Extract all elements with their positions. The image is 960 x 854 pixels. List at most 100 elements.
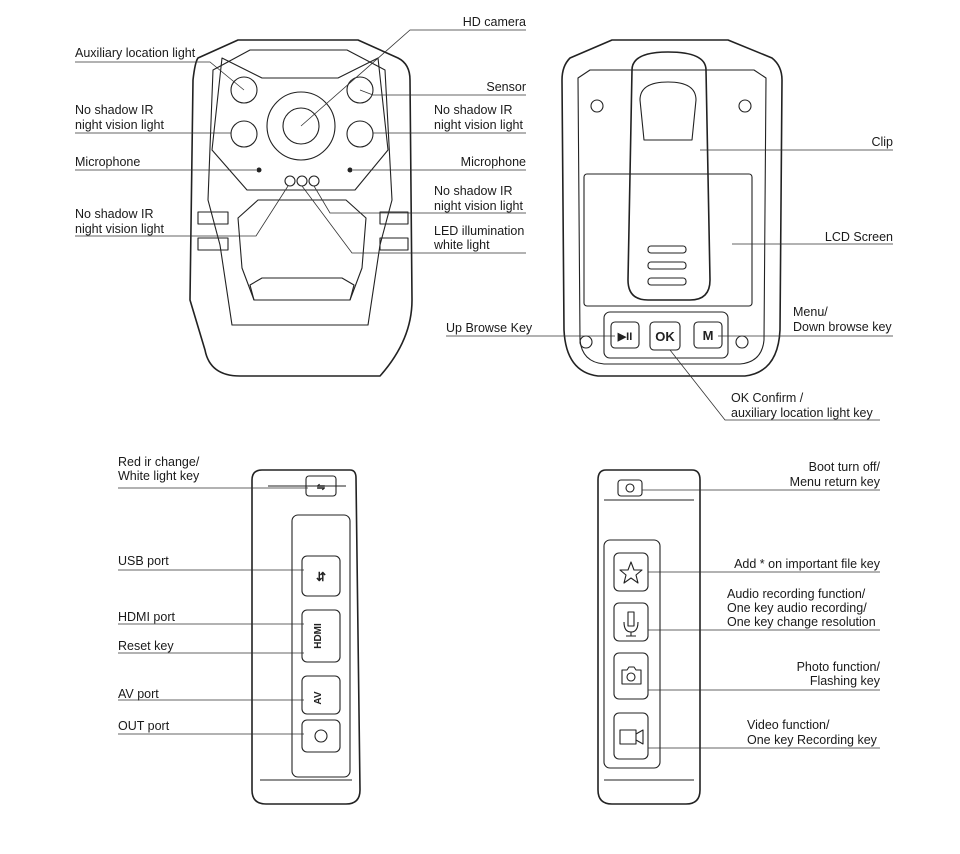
usb-port-glyph: ⇵ [316,570,326,584]
label-av: AV port [118,687,159,701]
out-port-jack [314,729,328,743]
leader-hd-camera [300,29,526,127]
label-ir-right-2: night vision light [434,118,523,132]
label-reset: Reset key [118,639,174,653]
label-ir-low-left-2: night vision light [75,222,164,236]
label-star: Add * on important file key [734,557,881,571]
back-screw-top-left [590,99,604,113]
audio-key[interactable] [613,602,649,642]
label-clip: Clip [871,135,893,149]
label-ir-left-1: No shadow IR [75,103,154,117]
photo-key[interactable] [613,652,649,700]
video-icon [619,729,644,745]
leader-led [301,185,526,254]
front-body-outline [189,39,413,377]
label-ir-right-1: No shadow IR [434,103,513,117]
ok-key[interactable] [649,321,681,351]
clip [627,51,711,301]
clip-slot-3 [647,277,687,286]
label-aux-light: Auxiliary location light [75,46,196,60]
right-side-view [597,469,701,805]
label-audio-2: One key audio recording/ [727,601,867,615]
front-view [189,39,413,377]
left-side-view: ⇋ ⇵ HDMI AV [251,469,361,805]
label-photo-1: Photo function/ [797,660,881,674]
left-leader-lines [118,487,308,735]
back-leader-lines [446,149,893,421]
video-key[interactable] [613,712,649,760]
ir-light-left [230,120,258,148]
label-ir-low-left-1: No shadow IR [75,207,154,221]
left-side-outline [251,469,361,805]
aux-location-light [230,76,258,104]
left-side-edge-lines [260,485,352,781]
front-face-panel [207,49,393,326]
boot-key[interactable] [617,479,643,497]
leader-ir-low-right [313,185,526,214]
out-port[interactable] [301,719,341,753]
menu-key-glyph: M [703,328,714,343]
label-hdmi: HDMI port [118,610,175,624]
front-leader-lines [75,29,526,254]
back-screw-bottom-right [735,335,749,349]
red-ir-key-glyph: ⇋ [317,482,326,493]
hd-camera-lens [282,107,320,145]
front-lower-window [237,199,367,301]
camera-icon [621,666,642,685]
label-sensor: Sensor [486,80,526,94]
label-mic-left: Microphone [75,155,140,169]
led-2 [296,175,308,187]
label-led-1: LED illumination [434,224,524,238]
red-ir-key[interactable] [305,475,337,497]
label-ok-2: auxiliary location light key [731,406,873,420]
usb-port[interactable] [301,555,341,597]
back-view: ▶II OK M [561,39,783,377]
ok-key-glyph: OK [655,329,675,344]
led-1 [284,175,296,187]
label-audio-3: One key change resolution [727,615,876,629]
label-ir-left-2: night vision light [75,118,164,132]
menu-key[interactable] [693,321,723,349]
hdmi-port[interactable] [301,609,341,663]
camera-lens-icon [626,672,636,682]
leader-ir-low-left [75,185,289,237]
label-photo-2: Flashing key [810,674,881,688]
av-port-label: AV [313,691,324,704]
leader-ok [669,349,880,421]
label-red-ir-2: White light key [118,469,200,483]
microphone-right [347,167,353,173]
label-mic-right: Microphone [461,155,526,169]
lcd-screen [583,173,753,307]
right-key-panel [603,539,661,769]
right-side-outline [597,469,701,805]
av-port[interactable] [301,675,341,715]
right-side-edge-lines [604,499,694,781]
label-usb: USB port [118,554,169,568]
boot-key-symbol [625,483,635,493]
label-boot-1: Boot turn off/ [809,460,881,474]
label-menu-2: Down browse key [793,320,892,334]
clip-slot-2 [647,261,687,270]
label-led-2: white light [433,238,490,252]
back-screw-top-right [738,99,752,113]
back-inner-outline [577,69,767,365]
up-browse-key[interactable] [610,321,640,349]
back-body-outline [561,39,783,377]
label-lcd: LCD Screen [825,230,893,244]
label-menu-1: Menu/ [793,305,828,319]
leader-aux-light [75,61,245,91]
star-key[interactable] [613,552,649,592]
ir-light-right [346,120,374,148]
label-video-2: One key Recording key [747,733,878,747]
label-out: OUT port [118,719,170,733]
right-leader-lines [642,489,880,749]
star-icon [619,561,643,584]
back-key-panel [603,311,729,359]
label-hd-camera: HD camera [463,15,526,29]
label-boot-2: Menu return key [790,475,881,489]
label-up-browse: Up Browse Key [446,321,533,335]
clip-top-grip [639,81,697,141]
front-lens-frame [211,57,389,191]
